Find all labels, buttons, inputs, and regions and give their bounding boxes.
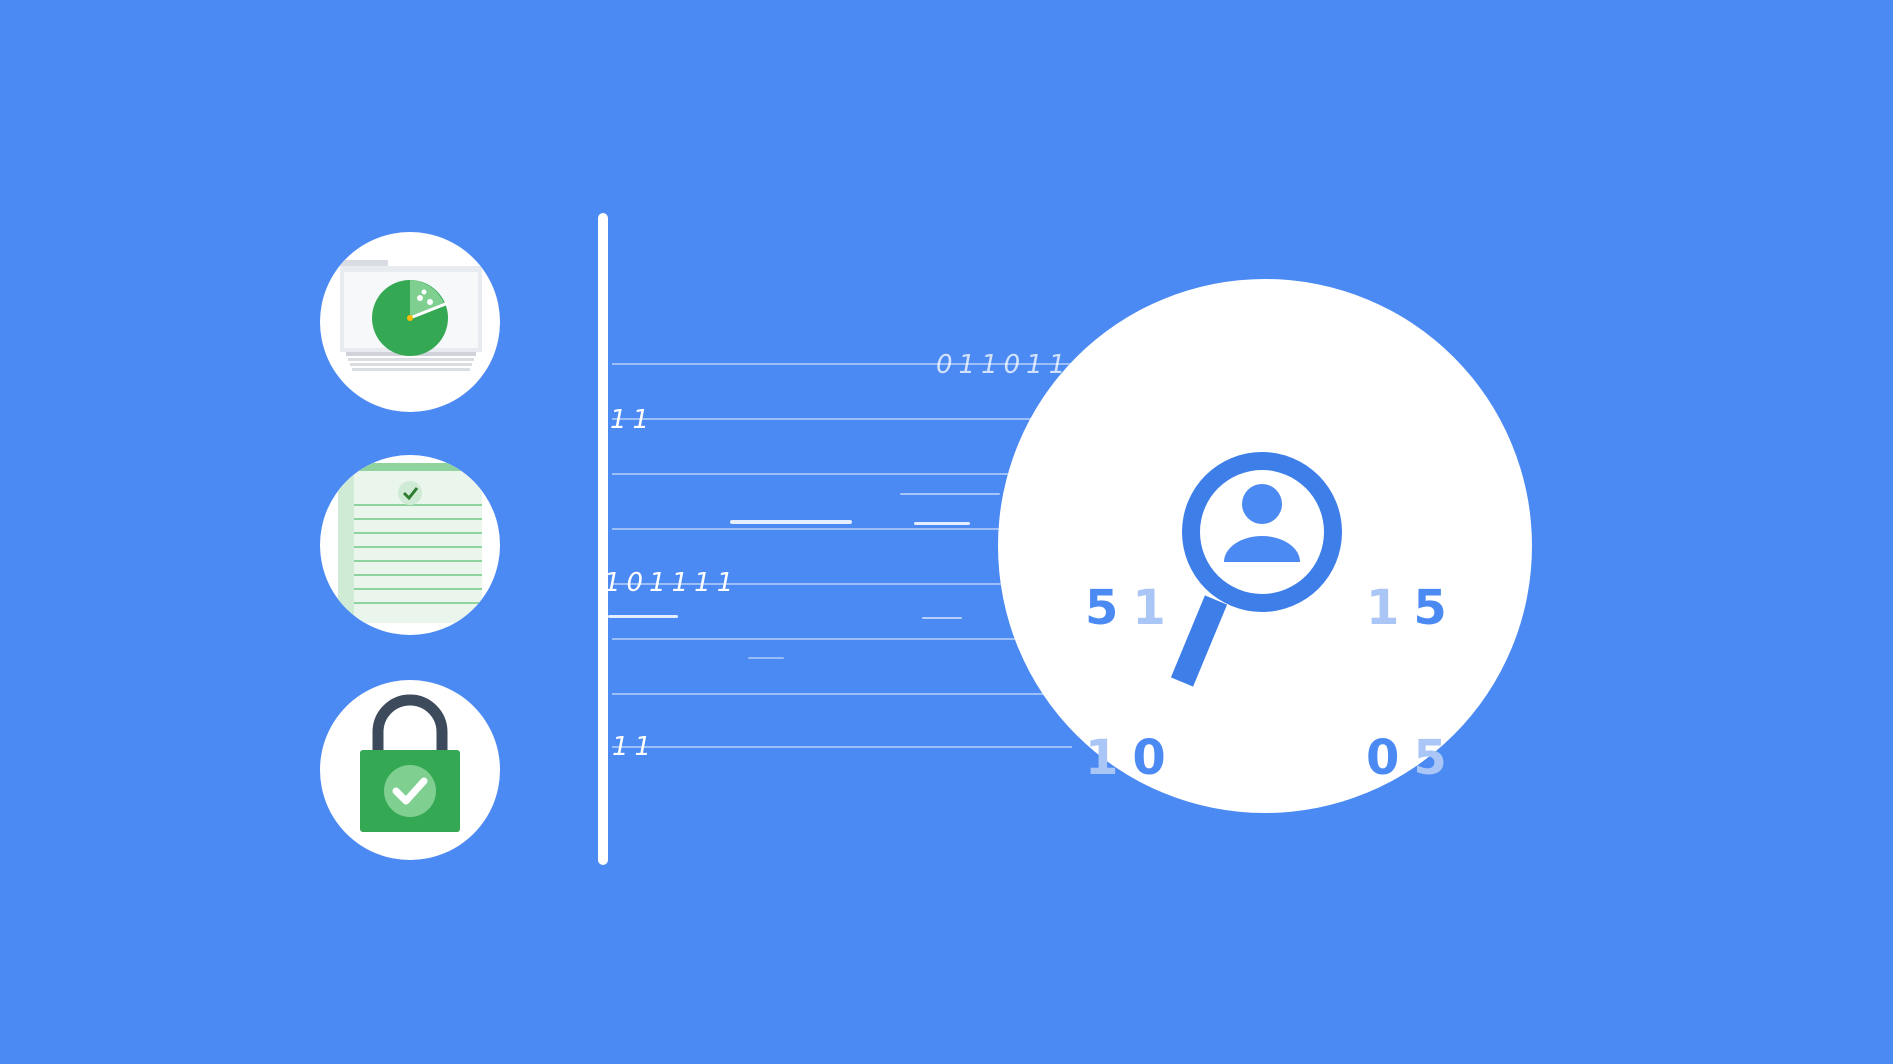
- stream-dash: [922, 617, 962, 619]
- digit: 0: [1366, 730, 1414, 786]
- stream-dash: [914, 522, 970, 525]
- digit: 1: [1085, 730, 1133, 786]
- data-digits-right: 15 05: [1366, 483, 1461, 833]
- digit: 5: [1085, 580, 1133, 636]
- stream-dash: [748, 657, 784, 659]
- stream-dash: [608, 615, 678, 618]
- bit-stream-text: 11: [610, 405, 656, 435]
- stream-line-8: [612, 746, 1072, 748]
- stream-line-1: [612, 363, 1072, 365]
- stream-line-2: [612, 418, 1072, 420]
- bit-stream-text: 101111: [604, 568, 740, 598]
- stream-dash: [730, 520, 852, 524]
- folder-pie-chart-icon: [340, 260, 482, 371]
- bit-stream-text: 11: [612, 732, 658, 762]
- lock-icon-circle: [320, 680, 500, 860]
- stream-line-5: [612, 583, 1072, 585]
- digit: 5: [1413, 730, 1461, 786]
- spreadsheet-check-icon: [338, 463, 482, 623]
- divider-line: [598, 213, 608, 865]
- digit: 0: [1132, 730, 1180, 786]
- stream-line-6: [612, 638, 1072, 640]
- folder-icon-circle: [320, 232, 500, 412]
- padlock-check-icon: [360, 694, 460, 832]
- digit: 5: [1413, 580, 1461, 636]
- data-digits-left: 51 10: [1085, 483, 1180, 833]
- digit: 1: [1366, 580, 1414, 636]
- stream-line-7: [612, 693, 1072, 695]
- person-magnifier-icon: [1170, 452, 1342, 687]
- stream-dash: [900, 493, 1000, 495]
- bit-stream-text: 011011: [936, 350, 1072, 380]
- spreadsheet-icon-circle: [320, 455, 500, 635]
- digit: 1: [1132, 580, 1180, 636]
- stream-line-3: [612, 473, 1072, 475]
- stream-line-4: [612, 528, 1072, 530]
